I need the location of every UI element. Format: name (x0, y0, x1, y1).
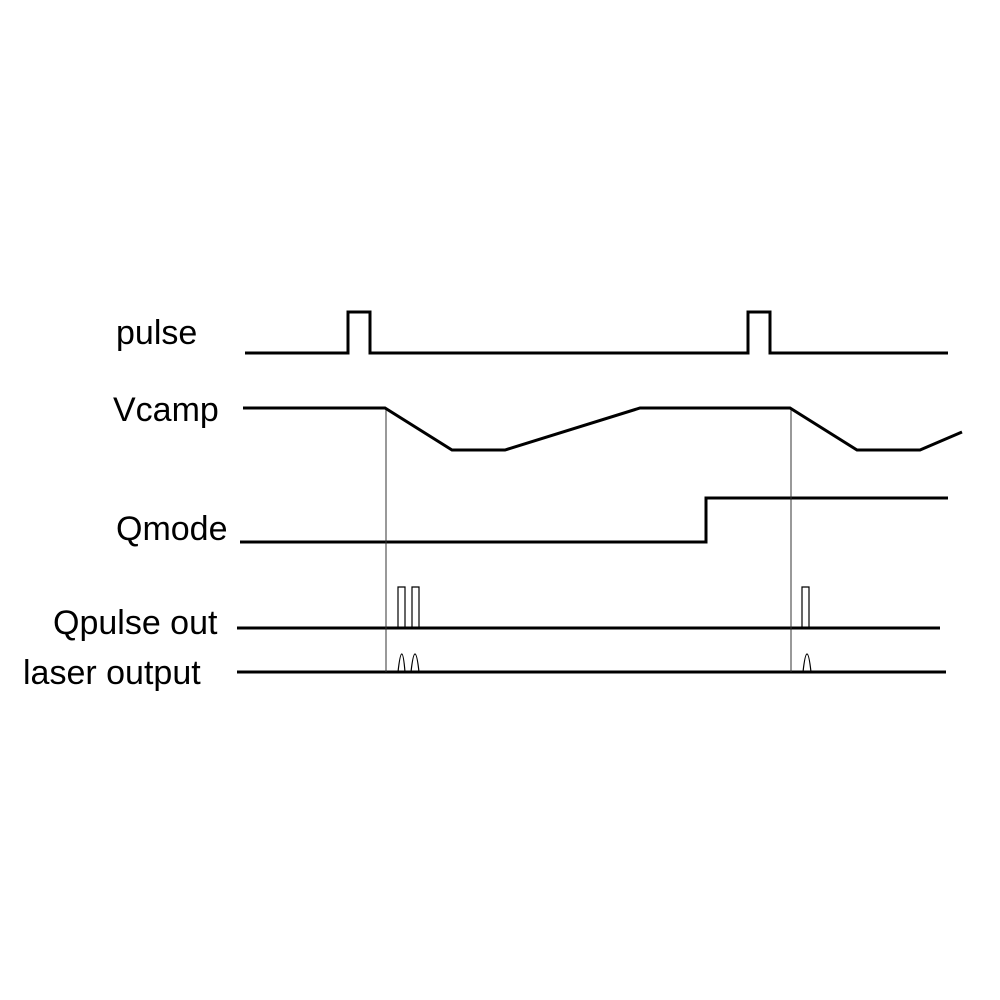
signal-label-qmode: Qmode (116, 510, 228, 548)
pulse-waveform (245, 310, 948, 355)
signal-label-pulse: pulse (116, 314, 198, 352)
laser-peak-3 (802, 653, 812, 673)
signal-label-qpulse: Qpulse out (53, 604, 218, 642)
qpulse-spike-2 (411, 586, 420, 628)
signal-label-laser: laser output (23, 654, 201, 692)
qmode-waveform (240, 496, 948, 544)
laser-peak-2 (410, 653, 420, 673)
qpulse-spike-3 (801, 586, 810, 628)
laser-peak-1 (397, 653, 406, 673)
qpulse-spike-1 (397, 586, 406, 628)
vcamp-waveform (243, 406, 963, 452)
signal-label-vcamp: Vcamp (113, 391, 219, 429)
